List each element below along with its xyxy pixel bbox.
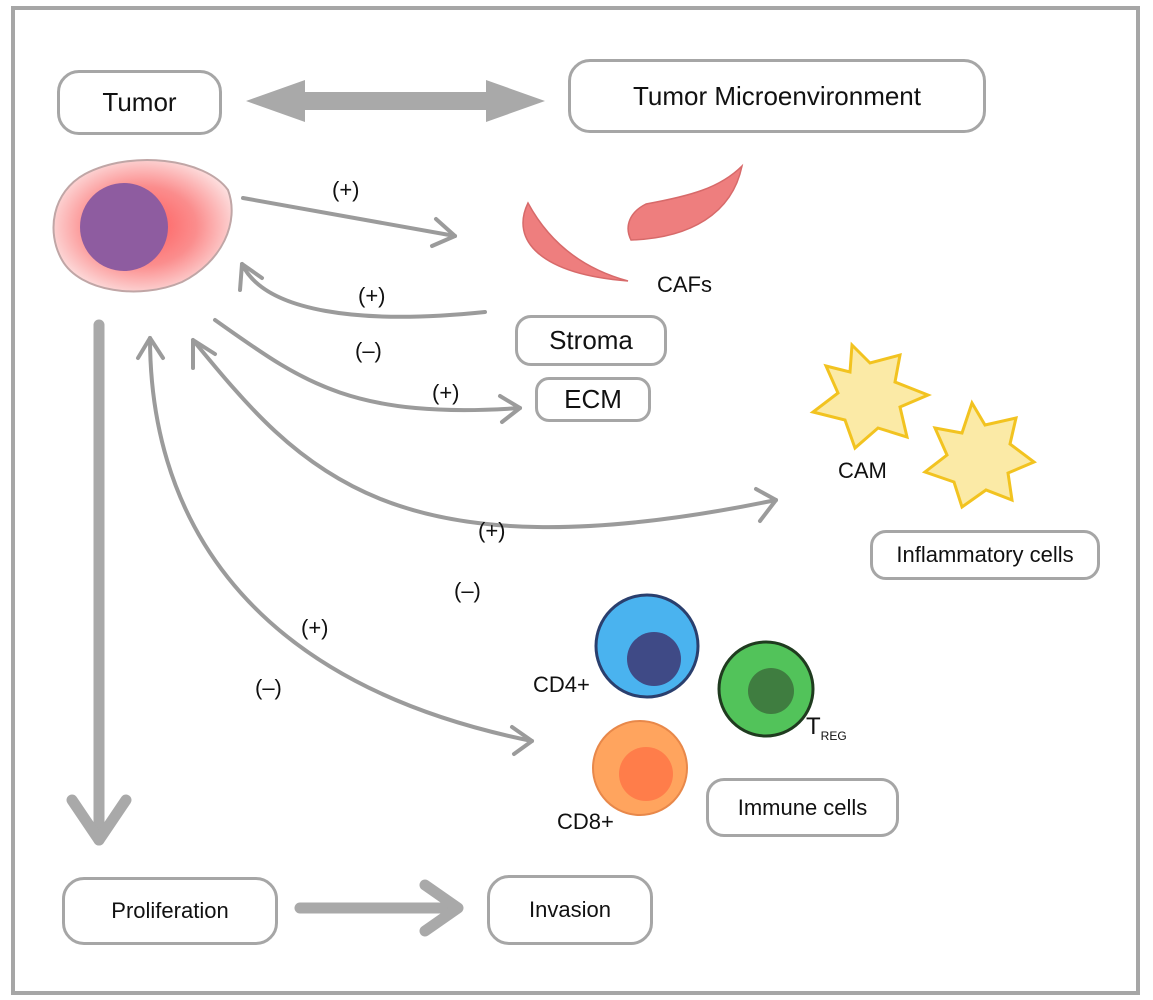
arrowhead-tumor-immune-start	[136, 336, 165, 360]
microenvironment-box-label: Tumor Microenvironment	[632, 80, 921, 111]
sign-ecm-plus: (+)	[432, 380, 460, 405]
arrowhead-stroma-to-tumor	[238, 262, 264, 292]
arrow-tumor-inflammatory	[191, 338, 778, 530]
cam-label: CAM	[838, 458, 887, 483]
proliferation-box-label: Proliferation	[111, 898, 229, 923]
outer-frame	[11, 6, 1140, 995]
stroma-box: Stroma	[515, 315, 667, 366]
treg-nucleus	[748, 668, 794, 714]
arrowhead-proliferation-to-invasion	[419, 879, 464, 937]
arrow-tumor-to-ecm	[213, 318, 522, 413]
arrow-tumor-immune	[148, 336, 534, 743]
arrow-stroma-to-tumor	[240, 262, 487, 319]
arrowhead-tumor-inflammatory-end	[754, 487, 778, 523]
inflammatory-cells-box: Inflammatory cells	[870, 530, 1100, 580]
bidirectional-arrow	[246, 80, 545, 122]
arrow-tumor-to-cafs	[241, 196, 457, 238]
cd8-label: CD8+	[557, 809, 614, 834]
sign-inflammatory-plus: (+)	[478, 518, 506, 543]
microenvironment-box: Tumor Microenvironment	[568, 59, 986, 133]
sign-inflammatory-minus: (–)	[454, 578, 481, 603]
immune-cells-box-label: Immune cells	[737, 794, 868, 820]
invasion-box-label: Invasion	[529, 897, 611, 922]
treg-label-main: T	[806, 713, 821, 740]
ecm-box-label: ECM	[564, 384, 622, 414]
ecm-box: ECM	[535, 377, 651, 422]
stroma-box-label: Stroma	[549, 325, 633, 355]
inflammatory-cells-box-label: Inflammatory cells	[896, 542, 1074, 567]
cd4-nucleus	[627, 632, 681, 686]
invasion-box: Invasion	[487, 875, 653, 945]
sign-ecm-minus: (–)	[355, 338, 382, 363]
sign-tumor-to-cafs: (+)	[332, 177, 360, 202]
arrowhead-tumor-inflammatory-start	[191, 338, 217, 370]
arrowhead-tumor-to-proliferation	[66, 794, 132, 846]
treg-label: TREG	[806, 713, 847, 743]
caf-cell-left	[522, 201, 629, 282]
sign-immune-minus: (–)	[255, 675, 282, 700]
arrowhead-tumor-to-cafs	[430, 217, 457, 248]
arrowhead-tumor-immune-end	[510, 725, 534, 756]
sign-immune-plus: (+)	[301, 615, 329, 640]
cafs-label: CAFs	[657, 272, 712, 297]
proliferation-box: Proliferation	[62, 877, 278, 945]
treg-label-sub: REG	[820, 729, 847, 743]
tumor-box: Tumor	[57, 70, 222, 135]
immune-cells-box: Immune cells	[706, 778, 899, 837]
tumor-box-label: Tumor	[102, 87, 177, 117]
tumor-nucleus	[80, 183, 168, 271]
caf-cell-right	[627, 163, 744, 241]
sign-stroma-to-tumor: (+)	[358, 283, 386, 308]
cd4-label: CD4+	[533, 672, 590, 697]
cd8-nucleus	[619, 747, 673, 801]
arrowhead-tumor-to-ecm	[498, 394, 522, 424]
cam-star-1	[809, 341, 932, 451]
cam-star-2	[921, 399, 1037, 510]
